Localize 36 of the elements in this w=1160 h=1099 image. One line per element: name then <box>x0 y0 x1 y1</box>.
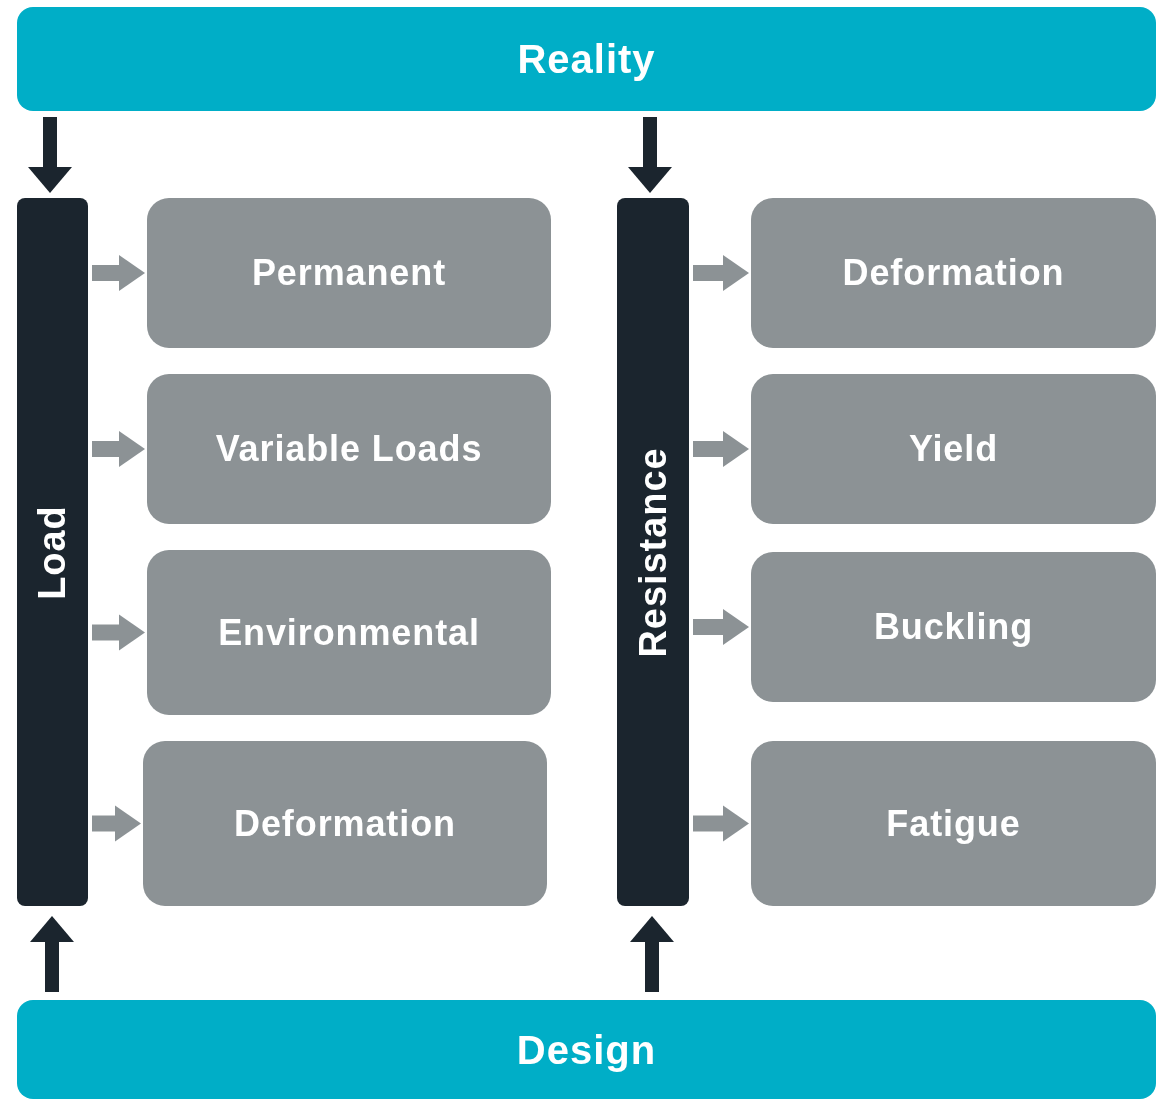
box-label: Environmental <box>218 610 480 655</box>
box-label: Deformation <box>234 801 456 846</box>
vertical-label: Resistance <box>630 446 675 658</box>
block-arrow <box>92 431 145 467</box>
block-arrow <box>693 609 749 645</box>
box-label: Permanent <box>251 251 447 295</box>
block-arrow <box>92 805 141 842</box>
box-label: Fatigue <box>886 801 1021 846</box>
block-arrow <box>628 117 672 193</box>
category-box <box>751 741 1156 906</box>
banner-bar <box>17 7 1156 111</box>
category-box <box>147 198 551 348</box>
block-arrow <box>92 614 145 651</box>
category-box <box>147 550 551 715</box>
block-arrow <box>630 916 674 992</box>
box-label: Variable Loads <box>215 427 483 471</box>
box-label: Yield <box>908 427 999 471</box>
block-arrow <box>693 255 749 291</box>
block-arrow <box>30 916 74 992</box>
box-label: Reality <box>517 36 656 83</box>
category-box <box>143 741 547 906</box>
column-bar <box>617 198 689 906</box>
block-arrow <box>92 255 145 291</box>
box-label: Deformation <box>842 251 1065 295</box>
category-box <box>751 198 1156 348</box>
category-box <box>147 374 551 524</box>
category-box <box>751 374 1156 524</box>
box-label: Design <box>516 1026 657 1074</box>
box-label: Buckling <box>873 605 1034 649</box>
vertical-label: Load <box>30 504 74 600</box>
block-arrow <box>693 805 749 842</box>
block-arrow <box>28 117 72 193</box>
category-box <box>751 552 1156 702</box>
column-bar <box>17 198 88 906</box>
banner-bar <box>17 1000 1156 1099</box>
block-arrow <box>693 431 749 467</box>
